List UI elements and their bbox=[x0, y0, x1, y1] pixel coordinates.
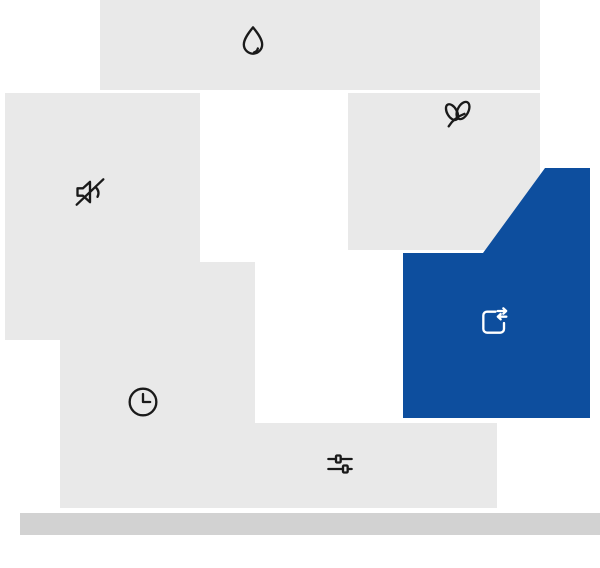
tile-water[interactable] bbox=[100, 0, 540, 90]
water-reuse-icon bbox=[475, 302, 515, 342]
speaker-mute-icon bbox=[70, 172, 110, 212]
leaves-icon bbox=[437, 93, 477, 133]
bottom-bar bbox=[20, 513, 600, 535]
sliders-icon bbox=[320, 444, 360, 484]
clock-icon bbox=[123, 382, 163, 422]
water-drop-icon bbox=[233, 22, 273, 62]
tile-settings[interactable] bbox=[60, 423, 497, 508]
